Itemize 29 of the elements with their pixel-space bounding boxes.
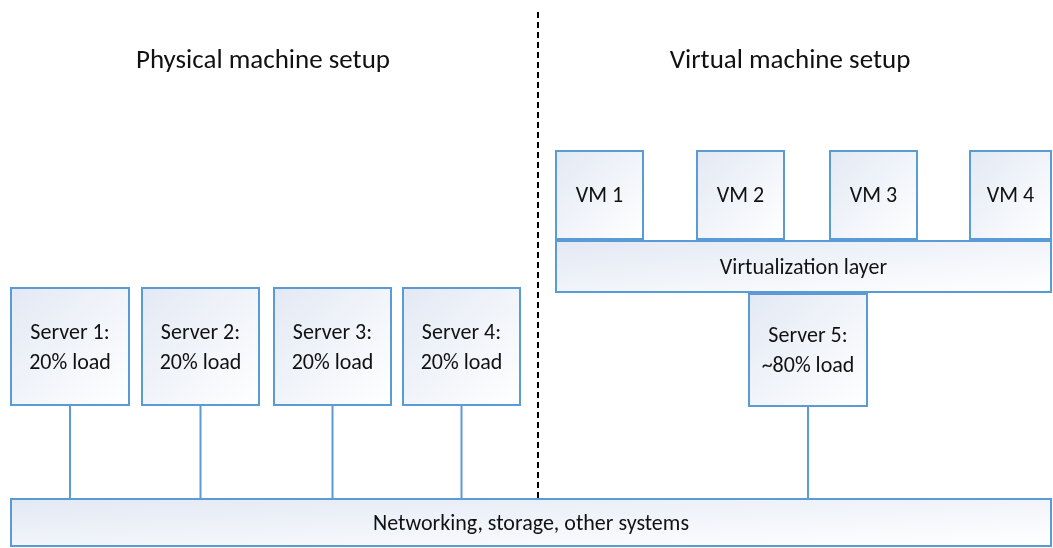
component-box bbox=[696, 150, 785, 240]
component-box bbox=[555, 150, 644, 240]
component-box bbox=[748, 293, 868, 407]
box-label: VM 2 bbox=[716, 180, 765, 210]
box-label: Server 4: 20% load bbox=[419, 316, 504, 377]
box-label: VM 1 bbox=[575, 180, 624, 210]
box-label: Server 1: 20% load bbox=[28, 316, 112, 377]
component-box bbox=[555, 240, 1052, 293]
connector-line bbox=[69, 405, 71, 499]
component-box bbox=[273, 287, 392, 406]
component-box bbox=[402, 287, 521, 406]
component-box bbox=[141, 287, 260, 406]
connector-line bbox=[331, 405, 334, 499]
connector-line bbox=[807, 406, 809, 499]
box-label: VM 4 bbox=[986, 180, 1035, 210]
box-label: VM 3 bbox=[849, 180, 898, 210]
box-label: Server 2: 20% load bbox=[158, 316, 243, 377]
component-box bbox=[10, 287, 130, 406]
box-label: Server 5: ~80% load bbox=[760, 320, 856, 380]
box-label: Server 3: 20% load bbox=[290, 316, 375, 377]
section-heading: Physical machine setup bbox=[134, 41, 392, 77]
box-label: Networking, storage, other systems bbox=[373, 507, 689, 538]
connector-line bbox=[460, 405, 463, 499]
component-box bbox=[10, 498, 1052, 547]
component-box bbox=[969, 150, 1052, 240]
connector-line bbox=[199, 405, 202, 499]
component-box bbox=[829, 150, 918, 240]
section-heading: Virtual machine setup bbox=[668, 41, 912, 77]
box-label: Virtualization layer bbox=[719, 251, 888, 282]
